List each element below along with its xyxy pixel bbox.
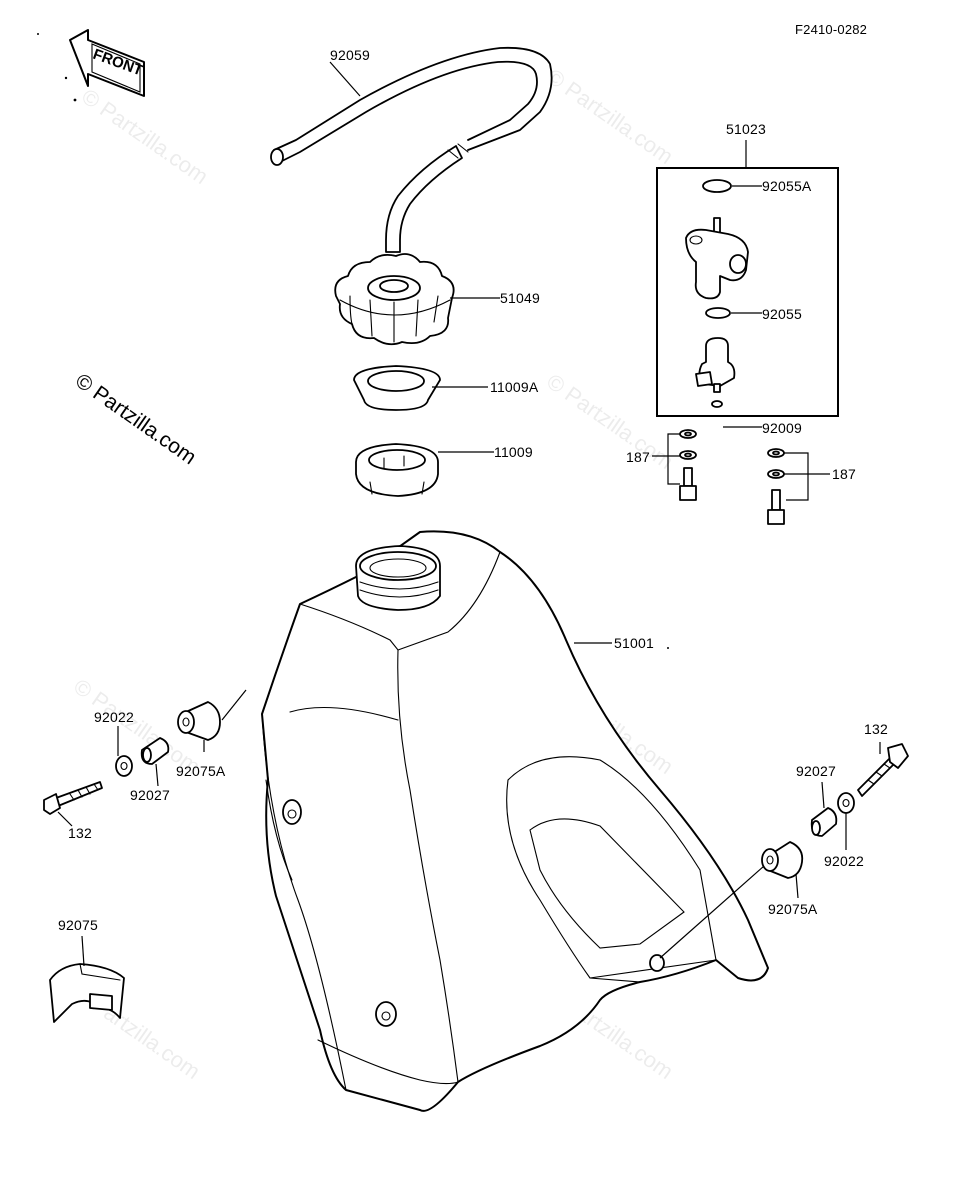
label-collar-right: 92027 [796,763,836,779]
fuel-cap [334,253,455,346]
bolt-set-right [767,448,785,525]
label-damper-left: 92075A [176,763,226,779]
bolt-right [857,743,909,797]
label-bolt-set-right: 187 [832,466,856,482]
damper-seat [49,963,125,1023]
front-arrow-icon: FRONT [69,29,145,97]
cap-gasket [355,443,439,497]
fuel-cock-lever [695,337,736,387]
breather-hose [270,46,553,253]
damper-right [761,841,804,879]
washer-left [115,755,133,777]
oring-a [702,179,732,193]
washer-right [837,792,855,814]
label-hose: 92059 [330,47,370,63]
label-oring-a: 92055A [762,178,812,194]
label-tank: 51001 [614,635,654,651]
bolt-left [43,781,103,815]
label-gasket: 11009 [494,444,533,460]
label-screw: 92009 [762,420,802,436]
label-bolt-set-left: 187 [626,449,650,465]
label-cap: 51049 [500,290,540,306]
collar-left [140,737,170,765]
oring [705,307,731,319]
label-fuel-cock-assy: 51023 [726,121,766,137]
label-bolt-right: 132 [864,721,888,737]
label-gasket-a: 11009A [490,379,539,395]
label-collar-left: 92027 [130,787,170,803]
label-oring: 92055 [762,306,802,322]
bolt-set-left [679,429,697,501]
diagram-code: F2410-0282 [795,22,867,37]
fuel-cock-assy-box [656,167,839,417]
label-damper-seat: 92075 [58,917,98,933]
fuel-tank [261,530,769,1112]
screw [711,383,723,408]
watermark-1: © Partzilla.com [77,84,213,190]
label-washer-left: 92022 [94,709,134,725]
watermark-main: © Partzilla.com [71,369,200,469]
label-washer-right: 92022 [824,853,864,869]
fuel-cock-body [685,217,749,300]
cap-gasket-a [353,365,441,411]
label-bolt-left: 132 [68,825,92,841]
collar-right [810,807,838,837]
damper-left [177,701,221,741]
label-damper-right: 92075A [768,901,818,917]
watermark-2: © Partzilla.com [542,64,678,170]
